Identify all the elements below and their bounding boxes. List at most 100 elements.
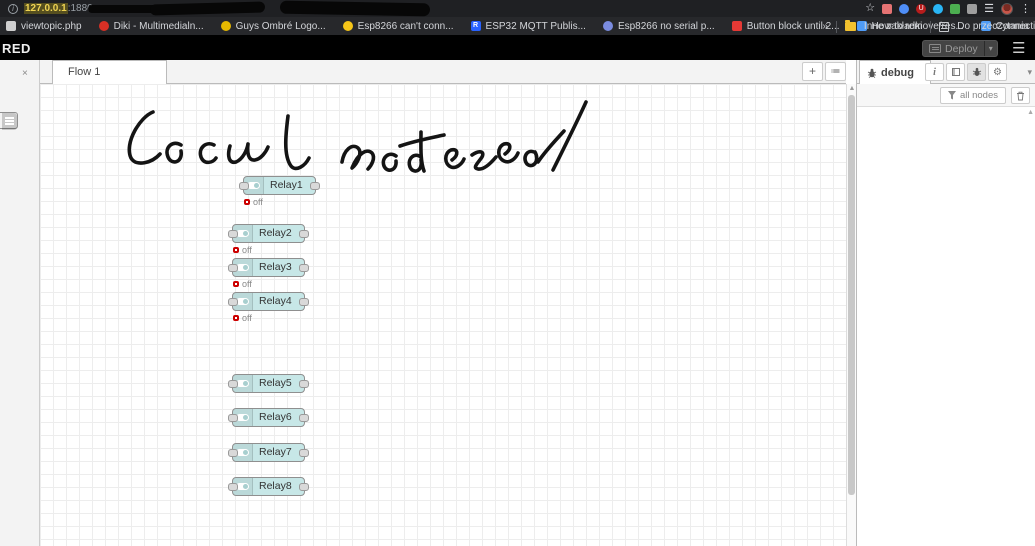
debug-message-list[interactable]	[857, 107, 1031, 546]
input-port[interactable]	[228, 298, 238, 306]
input-port[interactable]	[228, 483, 238, 491]
switch-node-relay2[interactable]: Relay2	[228, 224, 309, 243]
bookmark-item[interactable]: Esp8266 can't conn...	[342, 20, 454, 32]
bookmark-label: Guys Ombré Logo...	[235, 20, 326, 32]
palette-debug-node[interactable]	[0, 112, 18, 130]
node-status: off	[233, 313, 252, 323]
switch-node-relay8[interactable]: Relay8	[228, 477, 309, 496]
output-port[interactable]	[299, 264, 309, 272]
output-port[interactable]	[299, 380, 309, 388]
bookmark-item[interactable]: Button block until 2...	[731, 21, 840, 32]
browser-url-bar[interactable]: i 127.0.0.1 :1880, ☆ U ☰ ⋮	[0, 0, 1035, 17]
input-port[interactable]	[228, 264, 238, 272]
debug-filter-button[interactable]: all nodes	[939, 87, 1006, 104]
debug-panel-button[interactable]	[967, 63, 986, 81]
palette-filter-clear-icon[interactable]: ×	[22, 68, 28, 79]
output-port[interactable]	[299, 230, 309, 238]
status-text: off	[253, 197, 263, 207]
profile-avatar[interactable]	[1001, 2, 1013, 15]
node-status: off	[233, 245, 252, 255]
extension-icon[interactable]	[899, 3, 910, 14]
bookmark-label: How to remove/res...	[871, 20, 964, 32]
canvas-scrollbar[interactable]: ▲	[846, 84, 856, 546]
bookmark-label: Diki - Multimedialn...	[113, 20, 204, 32]
bookmark-item[interactable]: Connection to MQT...	[980, 21, 1035, 32]
node-label: Relay8	[259, 480, 292, 492]
canvas-scrollbar-thumb[interactable]	[848, 95, 855, 495]
toggle-switch-icon	[236, 298, 249, 305]
scroll-up-arrow-icon[interactable]: ▲	[848, 85, 856, 92]
ublock-icon[interactable]: U	[916, 3, 927, 14]
bug-icon	[972, 67, 981, 76]
output-port[interactable]	[310, 182, 320, 190]
flow-canvas[interactable]: Relay1 off Relay2 off Relay3 off Relay4 …	[40, 84, 846, 546]
info-panel-button[interactable]: i	[925, 63, 944, 81]
input-port[interactable]	[228, 449, 238, 457]
input-port[interactable]	[228, 380, 238, 388]
add-flow-button[interactable]: +	[802, 62, 823, 81]
bookmark-item[interactable]: Esp8266 no serial p...	[602, 21, 715, 32]
bookmark-favicon: R	[470, 21, 481, 31]
output-port[interactable]	[299, 298, 309, 306]
clear-messages-button[interactable]	[1011, 87, 1030, 104]
url-path: :1880,	[67, 3, 96, 14]
bookmark-favicon	[220, 21, 231, 31]
sidebar-options-caret-icon[interactable]: ▾	[1027, 67, 1032, 77]
output-port[interactable]	[299, 449, 309, 457]
switch-node-relay5[interactable]: Relay5	[228, 374, 309, 393]
config-panel-button[interactable]: ⚙	[988, 63, 1007, 81]
bookmarks-overflow-chevron[interactable]: »	[822, 21, 828, 32]
bookmark-favicon	[602, 21, 613, 31]
output-port[interactable]	[299, 414, 309, 422]
bookmark-item[interactable]: viewtopic.php	[6, 21, 82, 32]
extension-icon[interactable]	[882, 3, 893, 14]
puzzle-extensions-icon[interactable]	[967, 3, 978, 14]
volume-extension-icon[interactable]	[933, 3, 944, 14]
debug-sidebar: debug i ⚙ ▾ all nodes	[856, 60, 1035, 546]
status-ring-icon	[244, 199, 250, 205]
bookmark-item[interactable]: Guys Ombré Logo...	[220, 20, 326, 32]
input-port[interactable]	[228, 230, 238, 238]
gear-icon: ⚙	[993, 66, 1002, 78]
nodered-header: RED	[0, 36, 1035, 60]
bookmark-favicon	[980, 21, 991, 31]
tab-list-icon[interactable]: ☰	[984, 3, 994, 15]
toggle-switch-icon	[247, 182, 260, 189]
node-label: Relay5	[259, 377, 292, 389]
flow-list-button[interactable]: ≔	[825, 62, 846, 81]
bookmark-favicon	[731, 21, 742, 31]
input-port[interactable]	[239, 182, 249, 190]
bookmark-item[interactable]: How to remove/res...	[856, 20, 964, 32]
sidebar-scroll-arrow-icon[interactable]: ▲	[1027, 109, 1034, 116]
bookmarks-bar: viewtopic.php Diki - Multimedialn... Guys …	[0, 17, 1035, 36]
help-panel-button[interactable]	[946, 63, 965, 81]
status-ring-icon	[233, 281, 239, 287]
switch-node-relay4[interactable]: Relay4	[228, 292, 309, 311]
sidebar-header: debug i ⚙ ▾	[857, 60, 1035, 84]
tab-debug[interactable]: debug	[859, 60, 931, 84]
tampermonkey-icon[interactable]	[950, 3, 961, 14]
toggle-switch-icon	[236, 230, 249, 237]
site-info-icon[interactable]: i	[8, 3, 18, 14]
trash-icon	[1017, 91, 1024, 100]
input-port[interactable]	[228, 414, 238, 422]
browser-menu-icon[interactable]: ⋮	[1020, 3, 1031, 15]
bug-icon	[867, 68, 877, 78]
node-label: Relay6	[259, 411, 292, 423]
switch-node-relay6[interactable]: Relay6	[228, 408, 309, 427]
switch-node-relay3[interactable]: Relay3	[228, 258, 309, 277]
tab-flow-1[interactable]: Flow 1	[52, 60, 167, 84]
bookmark-label: Esp8266 can't conn...	[357, 20, 454, 32]
other-bookmarks-label[interactable]: Inne zakładki	[863, 21, 923, 32]
bookmark-star-icon[interactable]: ☆	[865, 2, 876, 14]
node-status: off	[233, 279, 252, 289]
deploy-button[interactable]: Deploy ▾	[922, 40, 998, 57]
reading-list-label[interactable]: Do przeczytania	[957, 21, 1029, 32]
deploy-options-caret-icon[interactable]: ▾	[983, 41, 997, 56]
bookmark-item[interactable]: Diki - Multimedialn...	[98, 20, 204, 32]
main-menu-icon[interactable]: ☰	[1012, 40, 1026, 57]
switch-node-relay7[interactable]: Relay7	[228, 443, 309, 462]
output-port[interactable]	[299, 483, 309, 491]
switch-node-relay1[interactable]: Relay1	[239, 176, 320, 195]
